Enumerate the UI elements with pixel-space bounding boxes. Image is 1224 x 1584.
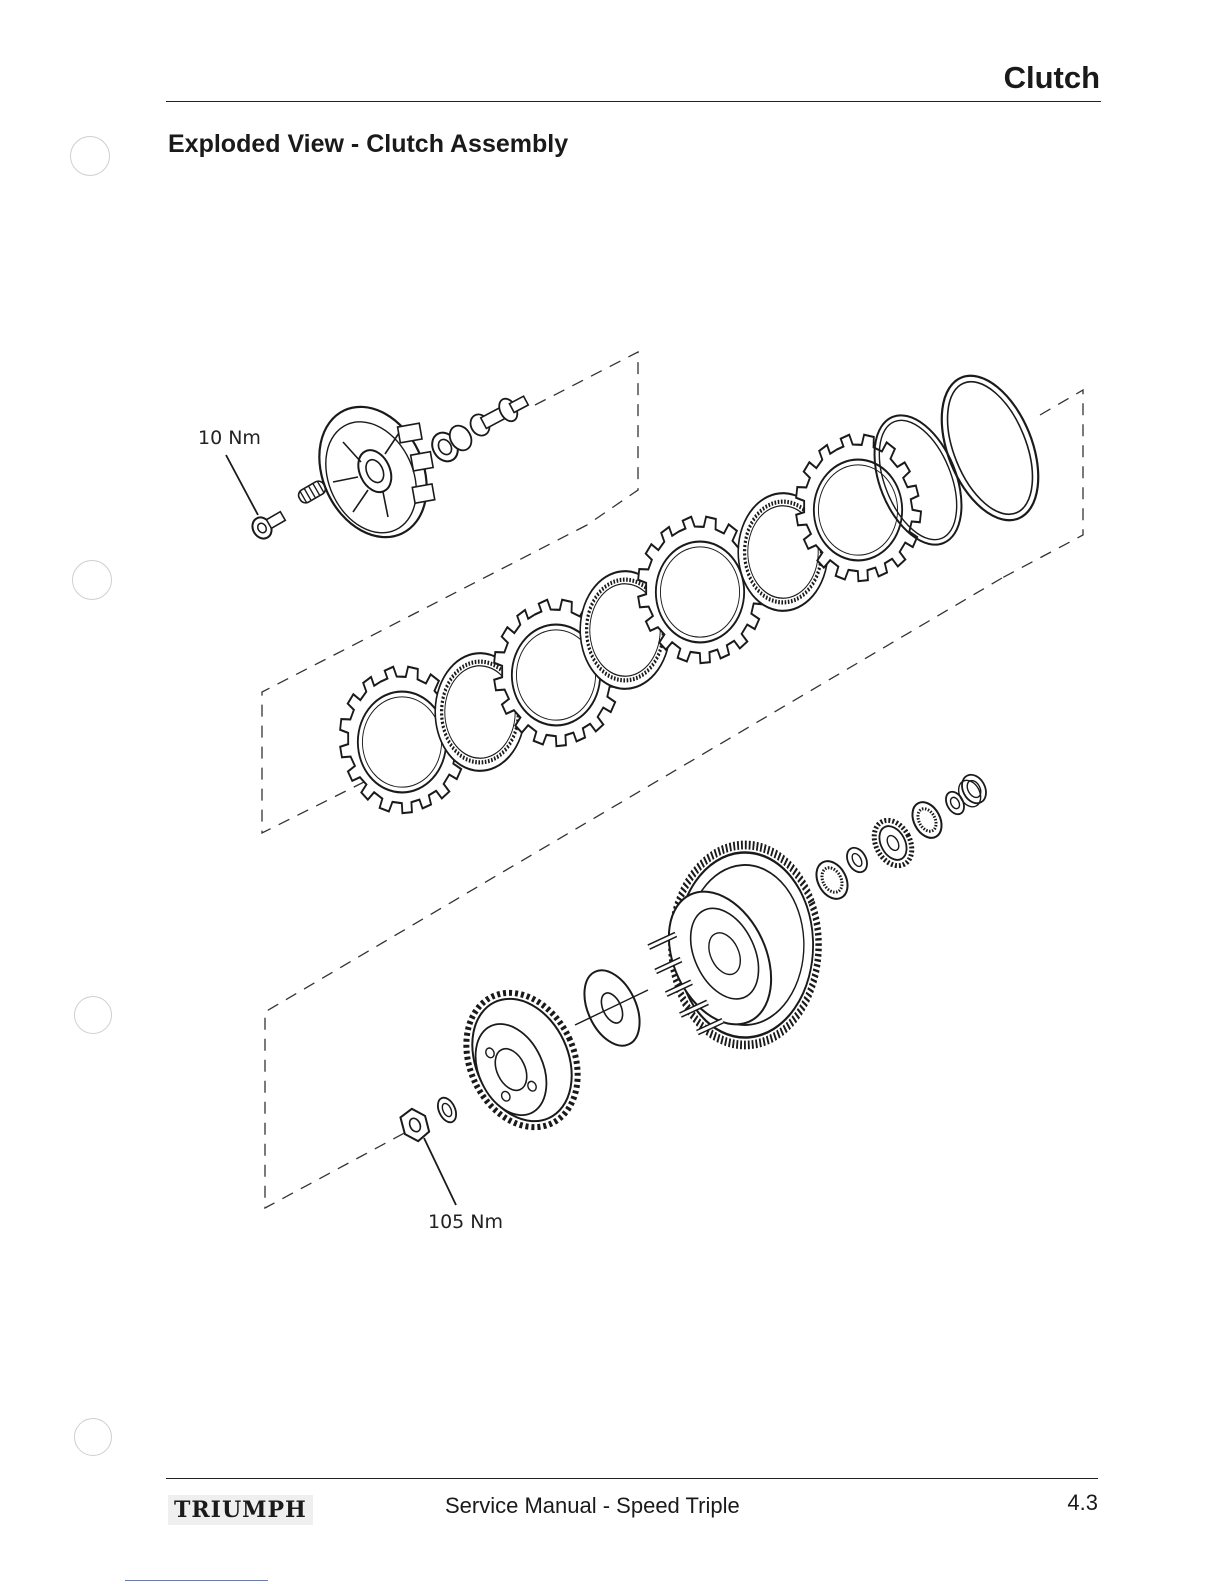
needle-bearing-icon [907, 797, 948, 843]
pushrod-icon [466, 390, 531, 440]
page-number: 4.3 [1067, 1490, 1098, 1516]
manual-title: Service Manual - Speed Triple [445, 1493, 740, 1519]
link-underline [125, 1580, 268, 1581]
brand-logo: TRIUMPH [168, 1495, 313, 1525]
clutch-basket-icon [632, 812, 842, 1078]
pressure-plate-icon [299, 389, 447, 555]
bearing-icon [427, 420, 477, 466]
washer-icon [434, 1095, 459, 1125]
bolt-icon [249, 506, 289, 542]
leader-line-105nm [424, 1138, 456, 1205]
torque-label-105nm: 105 Nm [428, 1211, 503, 1233]
nut-icon [396, 1105, 433, 1145]
spacer-icon [843, 844, 871, 875]
needle-bearing-icon [810, 856, 854, 904]
footer-rule [166, 1478, 1098, 1479]
leader-line-10nm [226, 455, 258, 515]
seat-ring-icon [923, 362, 1058, 534]
torque-label-10nm: 10 Nm [198, 427, 261, 449]
clutch-center-icon [867, 814, 920, 872]
clutch-center-icon [445, 975, 598, 1146]
